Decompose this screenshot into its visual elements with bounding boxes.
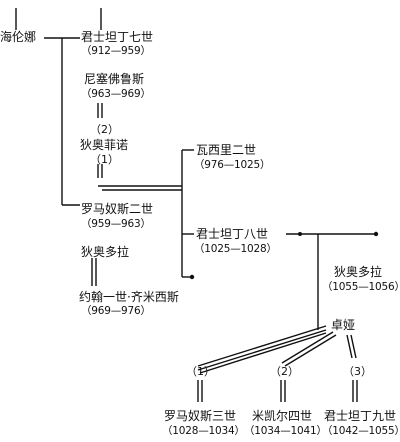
person-romanos3-name: 罗马奴斯三世 [164, 409, 237, 423]
person-michael4-name: 米凯尔四世 [252, 409, 313, 423]
person-basil2-name: 瓦西里二世 [196, 143, 257, 157]
marriage-order-zoe-3: （3） [343, 365, 372, 378]
person-constantine7-years: （912—959） [81, 45, 151, 57]
person-constantine9-name: 君士坦丁九世 [324, 409, 397, 423]
dot-unnamed-daughter-a [298, 232, 302, 236]
person-basil2-years: （976—1025） [194, 159, 271, 171]
person-michael4-years: （1034—1041） [244, 425, 327, 437]
line-zoe-constantine9-a [346, 334, 353, 359]
line-zoe-michael4-a [281, 331, 334, 364]
person-romanos2-name: 罗马奴斯二世 [81, 202, 154, 216]
person-theodora-b-years: （1055—1056） [322, 281, 400, 293]
person-constantine8-name: 君士坦丁八世 [196, 227, 269, 241]
person-constantine9-years: （1042—1055） [322, 425, 400, 437]
marriage-order-zoe-1: （1） [186, 365, 215, 378]
person-theophano-name: 狄奥菲诺 [80, 138, 129, 152]
line-zoe-romanos3-a [197, 325, 327, 367]
person-nikephoros-name: 尼塞佛鲁斯 [84, 72, 145, 86]
person-theodora-a-name: 狄奥多拉 [81, 245, 130, 259]
marriage-order-theophano-1: （1） [90, 153, 119, 166]
marriage-order-theophano-2: （2） [90, 123, 119, 136]
line-zoe-romanos3-b [197, 329, 327, 371]
line-zoe-michael4-b [284, 334, 337, 367]
person-john1-years: （969—976） [81, 305, 151, 317]
person-romanos3-years: （1028—1034） [162, 425, 245, 437]
person-zoe-name: 卓娅 [331, 318, 356, 332]
line-zoe-constantine9-b [350, 334, 357, 359]
marriage-order-zoe-2: （2） [270, 365, 299, 378]
dot-unnamed-child [189, 274, 195, 280]
line-zoe-romanos3-c [199, 332, 327, 374]
dot-unnamed-daughter-b [373, 231, 379, 237]
person-constantine8-years: （1025—1028） [194, 243, 277, 255]
person-theodora-b-name: 狄奥多拉 [334, 265, 383, 279]
person-romanos2-years: （959—963） [81, 218, 151, 230]
person-nikephoros-years: （963—969） [81, 88, 151, 100]
person-john1-name: 约翰一世·齐米西斯 [79, 290, 179, 304]
person-helena-name: 海伦娜 [0, 30, 37, 44]
person-constantine7-name: 君士坦丁七世 [81, 30, 154, 44]
